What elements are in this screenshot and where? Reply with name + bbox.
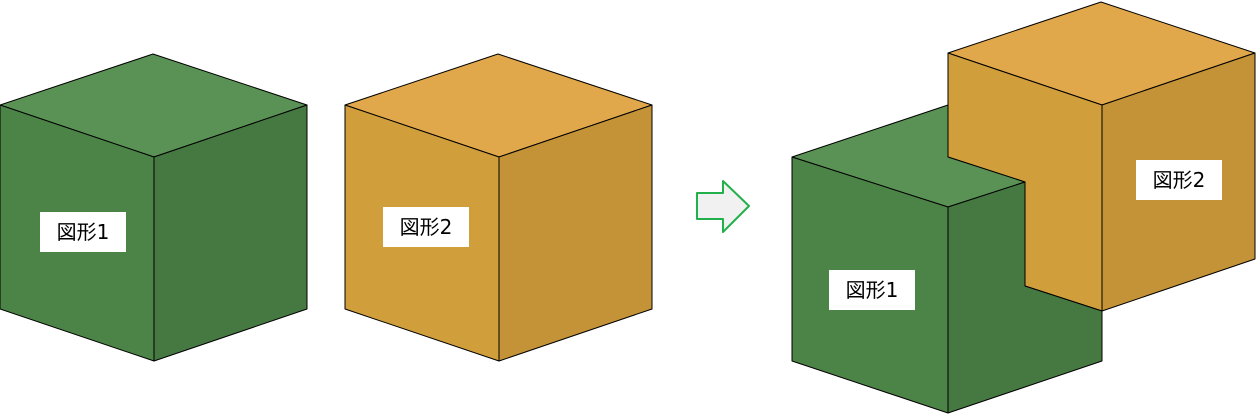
before-shape2-right-face [498,104,653,362]
right-arrow-shape [696,180,750,233]
after-shape2-label: 図形2 [1136,160,1222,200]
before-shape2-label: 図形2 [383,207,469,247]
right-arrow-icon [696,180,750,233]
before-shape1-cube [0,53,308,362]
after-shape1-label: 図形1 [829,270,915,310]
before-shape1-right-face [153,104,308,362]
after-shape1-right-face [947,181,1103,414]
before-shape1-label: 図形1 [40,212,126,252]
